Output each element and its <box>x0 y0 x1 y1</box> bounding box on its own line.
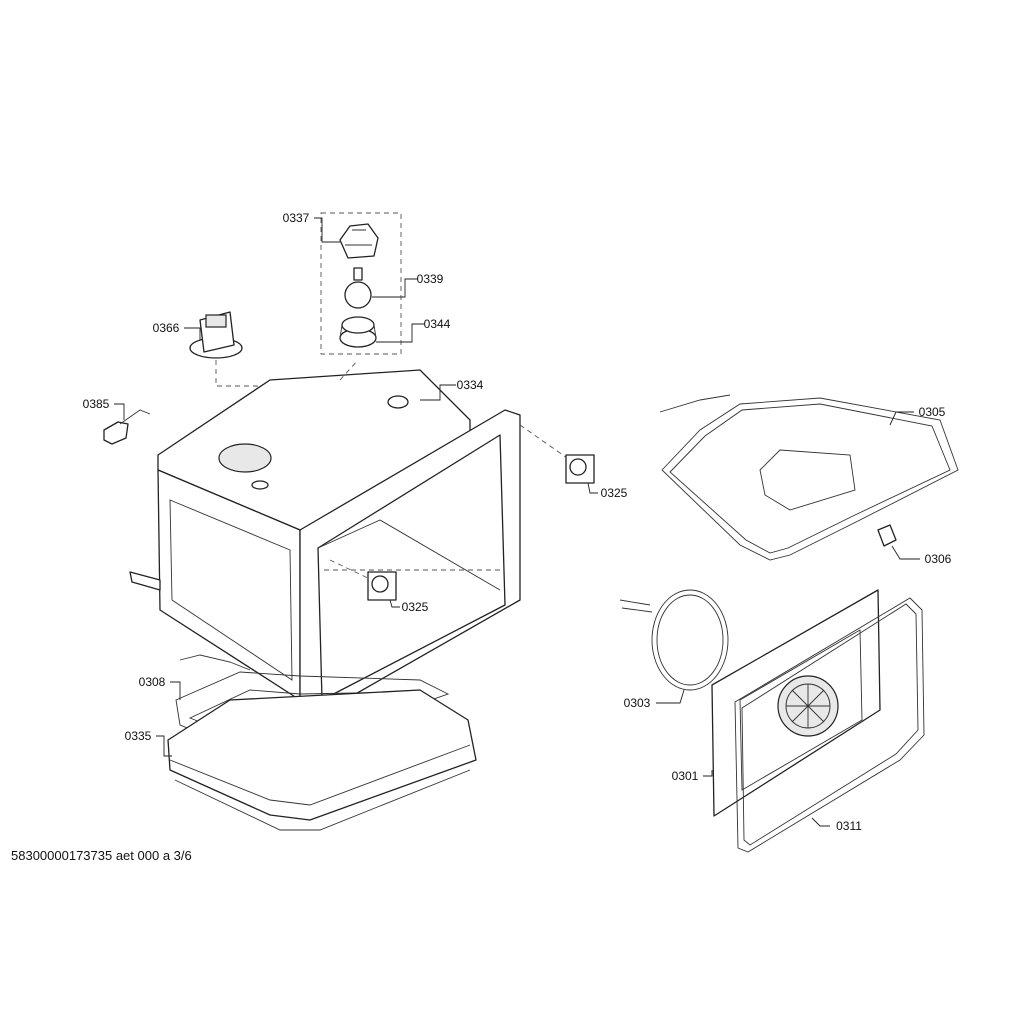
label-0366: 0366 <box>153 321 180 335</box>
door-seal-part-0311 <box>734 597 925 853</box>
lamp-cover-part-0325-a <box>565 454 595 484</box>
label-0337: 0337 <box>283 211 310 225</box>
leader-lines <box>114 217 920 827</box>
label-0339: 0339 <box>417 272 444 286</box>
ring-heater-part-0303 <box>619 589 729 691</box>
grill-heater-part-0305 <box>659 394 959 561</box>
label-0335: 0335 <box>125 729 152 743</box>
lamp-assembly-group-box <box>320 212 402 355</box>
label-0308: 0308 <box>139 675 166 689</box>
label-0325-a: 0325 <box>601 486 628 500</box>
assembly-guide-line <box>519 424 571 461</box>
motor-part-0366 <box>189 311 243 359</box>
lamp-socket-part <box>339 223 379 259</box>
lamp-cover-ring-part <box>339 316 377 348</box>
label-0325-b: 0325 <box>402 600 429 614</box>
door-switch-part-0385 <box>103 409 151 445</box>
assembly-guide-line <box>329 559 373 581</box>
label-0344: 0344 <box>424 317 451 331</box>
oven-cavity-part-0334 <box>129 369 521 721</box>
label-0311: 0311 <box>836 819 862 833</box>
label-0385: 0385 <box>83 397 110 411</box>
insulation-part-0335 <box>167 689 477 831</box>
label-0305: 0305 <box>919 405 946 419</box>
lamp-cover-part-0325-b <box>367 571 397 601</box>
label-0306: 0306 <box>925 552 952 566</box>
assembly-guide-line <box>339 359 359 381</box>
part-labels: 0337 0339 0344 0366 0334 0385 0305 0325 0306 0325… <box>83 211 952 833</box>
assembly-guide-line <box>215 360 262 387</box>
document-id: 58300000173735 aet 000 a 3/6 <box>11 848 192 863</box>
label-0334: 0334 <box>457 378 484 392</box>
label-0303: 0303 <box>624 696 651 710</box>
label-0301: 0301 <box>672 769 699 783</box>
lamp-bulb-part <box>344 267 372 309</box>
clip-part-0306 <box>877 524 897 547</box>
back-panel-part-0301 <box>711 589 881 817</box>
